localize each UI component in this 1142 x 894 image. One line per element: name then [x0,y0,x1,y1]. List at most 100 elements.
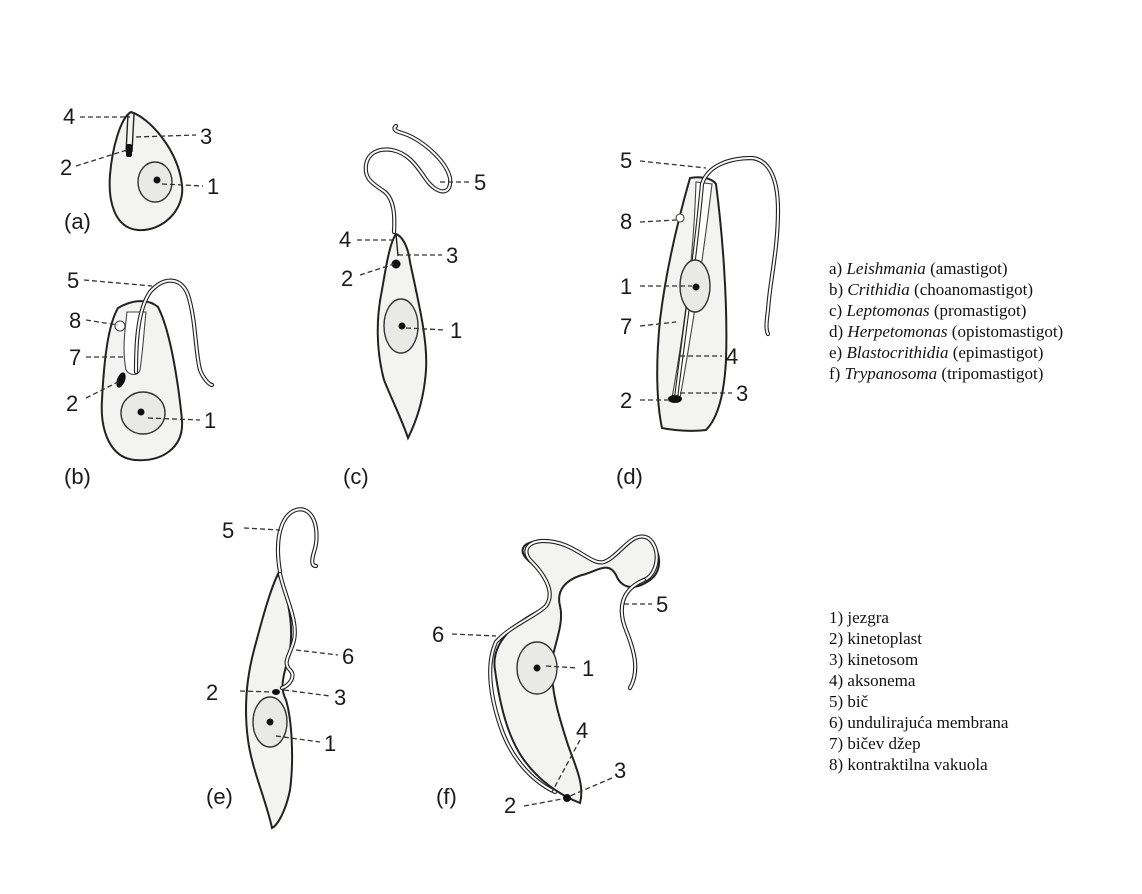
panel-d-label-8: 8 [620,209,632,234]
parts-legend-item: 7) bičev džep [829,733,1008,754]
species-legend-item: b) Crithidia (choanomastigot) [829,279,1063,300]
panel-b-label-5: 5 [67,268,79,293]
panel-e-leader-6 [296,650,338,655]
parts-legend-item: 6) undulirajuća membrana [829,712,1008,733]
panel-d-nucleolus [693,284,700,291]
panel-c-label-5: 5 [474,170,486,195]
panel-c: 5 4 3 2 1 (c) [339,126,486,489]
panel-b-nucleolus [138,409,145,416]
species-legend-genus: Blastocrithidia [846,343,948,362]
species-legend-prefix: d) [829,322,843,341]
panel-a-label-4: 4 [63,104,75,129]
species-legend-genus: Herpetomonas [847,322,947,341]
panel-e-caption: (e) [206,784,233,809]
panel-b-leader-5 [84,280,152,286]
panel-c-caption: (c) [343,464,369,489]
species-legend-genus: Crithidia [847,280,909,299]
panel-f-label-4: 4 [576,718,588,743]
parts-legend-item: 4) aksonema [829,670,1008,691]
species-legend-prefix: a) [829,259,842,278]
species-legend-prefix: f) [829,364,840,383]
species-legend-form: (epimastigot) [953,343,1044,362]
panel-f-caption: (f) [436,784,457,809]
panel-d-label-2: 2 [620,388,632,413]
panel-c-flagellum-core [366,126,450,232]
parts-legend-item: 3) kinetosom [829,649,1008,670]
panel-e-label-5: 5 [222,518,234,543]
parts-legend-item: 1) jezgra [829,607,1008,628]
panel-e-label-2: 2 [206,680,218,705]
panel-d-caption: (d) [616,464,643,489]
panel-a-caption: (a) [64,209,91,234]
panel-e-label-1: 1 [324,731,336,756]
panel-f-kinetoplast [563,794,571,802]
species-legend-prefix: c) [829,301,842,320]
parts-legend-item: 5) bič [829,691,1008,712]
panel-d-label-1: 1 [620,274,632,299]
panel-c-label-2: 2 [341,266,353,291]
panel-a-kinetoplast [126,144,132,157]
species-legend-form: (choanomastigot) [914,280,1033,299]
panel-e-nucleolus [267,719,274,726]
panel-d-label-7: 7 [620,314,632,339]
species-legend-item: c) Leptomonas (promastigot) [829,300,1063,321]
species-legend: a) Leishmania (amastigot)b) Crithidia (c… [829,258,1063,384]
panel-d-leader-8 [640,220,676,222]
species-legend-item: f) Trypanosoma (tripomastigot) [829,363,1063,384]
panel-d-label-5: 5 [620,148,632,173]
species-legend-item: a) Leishmania (amastigot) [829,258,1063,279]
panel-b-label-1: 1 [204,408,216,433]
parts-legend-item: 2) kinetoplast [829,628,1008,649]
panel-b-contractile-vacuole [115,321,125,331]
panel-f-leader-2 [524,799,562,806]
parts-legend-item: 8) kontraktilna vakuola [829,754,1008,775]
species-legend-form: (opistomastigot) [952,322,1063,341]
panel-e-leader-3 [284,690,330,696]
panel-a: 4 3 2 1 (a) [60,104,219,234]
panel-b-label-2: 2 [66,391,78,416]
panel-f-leader-6 [452,634,496,636]
panel-f-label-5: 5 [656,592,668,617]
panel-e-label-3: 3 [334,685,346,710]
panel-c-label-4: 4 [339,227,351,252]
species-legend-form: (amastigot) [930,259,1007,278]
panel-e-kinetoplast [272,689,280,695]
panel-c-flagellum [366,126,450,232]
panel-f-label-6: 6 [432,622,444,647]
panel-c-label-3: 3 [446,243,458,268]
panel-f-label-1: 1 [582,656,594,681]
species-legend-genus: Trypanosoma [845,364,938,383]
panel-e-label-6: 6 [342,644,354,669]
panel-f-label-3: 3 [614,758,626,783]
panel-d: 5 8 1 7 4 3 2 (d) [616,148,778,489]
panel-e-leader-5 [244,528,280,530]
species-legend-form: (promastigot) [934,301,1027,320]
panel-d-label-4: 4 [726,344,738,369]
species-legend-item: e) Blastocrithidia (epimastigot) [829,342,1063,363]
panel-d-kinetoplast [668,395,682,403]
panel-a-label-2: 2 [60,155,72,180]
panel-e-flagellum [278,509,316,572]
panel-d-leader-5 [640,161,706,168]
species-legend-prefix: b) [829,280,843,299]
panel-a-label-3: 3 [200,124,212,149]
panel-a-nucleolus [154,177,161,184]
panel-c-label-1: 1 [450,318,462,343]
panel-c-nucleolus [399,323,406,330]
species-legend-prefix: e) [829,343,842,362]
panel-a-label-1: 1 [207,174,219,199]
panel-b-caption: (b) [64,464,91,489]
panel-d-label-3: 3 [736,381,748,406]
species-legend-genus: Leptomonas [846,301,929,320]
species-legend-form: (tripomastigot) [941,364,1043,383]
species-legend-genus: Leishmania [846,259,925,278]
panel-d-contractile-vacuole [676,214,684,222]
panel-b: 5 8 7 2 1 (b) [64,268,216,489]
panel-b-label-8: 8 [69,308,81,333]
panel-f-nucleolus [534,665,541,672]
panel-e: 5 6 2 3 1 (e) [206,509,354,828]
panel-f-label-2: 2 [504,793,516,818]
species-legend-item: d) Herpetomonas (opistomastigot) [829,321,1063,342]
panel-b-label-7: 7 [69,345,81,370]
